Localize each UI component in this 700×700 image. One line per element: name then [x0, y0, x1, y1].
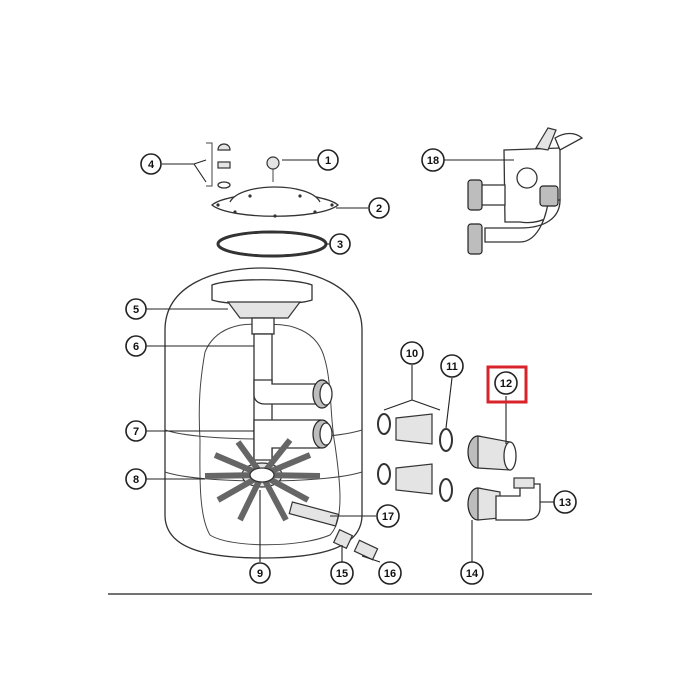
svg-text:10: 10	[406, 348, 418, 360]
callout-7: 7	[125, 420, 147, 442]
callout-14: 14	[460, 561, 484, 585]
svg-text:4: 4	[148, 159, 155, 171]
svg-text:7: 7	[133, 426, 139, 438]
drain-plug	[332, 528, 379, 561]
callout-11: 11	[440, 354, 464, 378]
svg-text:17: 17	[382, 511, 394, 523]
tank-lid	[210, 186, 340, 218]
svg-text:12: 12	[500, 378, 512, 390]
air-vent-knob	[266, 156, 280, 182]
svg-text:18: 18	[427, 155, 439, 167]
svg-text:5: 5	[133, 304, 139, 316]
callout-8: 8	[125, 468, 147, 490]
callout-13: 13	[553, 490, 577, 514]
svg-text:11: 11	[446, 361, 458, 373]
svg-text:14: 14	[466, 568, 479, 580]
svg-text:3: 3	[337, 239, 343, 251]
callout-15: 15	[330, 561, 354, 585]
drain-screen	[288, 501, 340, 527]
elbow-pipe-13	[495, 477, 541, 521]
union-nut-12	[467, 435, 517, 471]
callout-2: 2	[368, 197, 390, 219]
leader-lines	[146, 159, 554, 563]
svg-text:9: 9	[257, 568, 263, 580]
callout-17: 17	[376, 504, 400, 528]
o-rings-set-10	[377, 413, 391, 485]
upper-outlet-pipe	[253, 379, 333, 409]
svg-text:2: 2	[376, 203, 382, 215]
callout-4: 4	[140, 153, 162, 175]
callout-12-highlighted: 12	[486, 365, 528, 404]
callout-16: 16	[378, 561, 402, 585]
callout-9: 9	[249, 562, 271, 584]
callout-3: 3	[329, 233, 351, 255]
callout-6: 6	[125, 335, 147, 357]
callout-5: 5	[125, 298, 147, 320]
union-nut-14	[467, 487, 501, 521]
multiport-valve	[467, 127, 584, 255]
svg-text:8: 8	[133, 474, 139, 486]
svg-text:13: 13	[559, 497, 571, 509]
svg-text:16: 16	[384, 568, 396, 580]
union-adapters-10	[395, 413, 433, 495]
svg-text:1: 1	[325, 155, 331, 167]
small-fittings	[206, 142, 231, 189]
svg-text:15: 15	[336, 568, 348, 580]
callout-18: 18	[421, 148, 445, 172]
lateral-collector	[204, 438, 321, 522]
gaskets-11	[439, 428, 453, 502]
lid-o-ring	[216, 230, 328, 258]
svg-text:6: 6	[133, 341, 139, 353]
callout-1: 1	[317, 149, 339, 171]
callout-10: 10	[400, 341, 424, 365]
